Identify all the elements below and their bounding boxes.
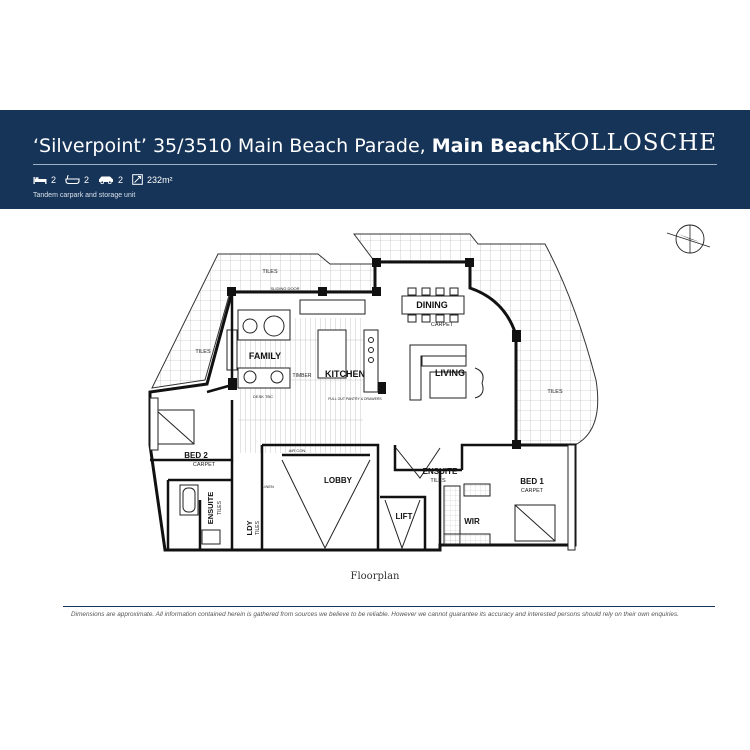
floor-area: 232m² <box>147 174 173 185</box>
room-bed2-floor: CARPET <box>193 462 216 468</box>
finish-timber: TIMBER <box>293 373 312 379</box>
bed-stat: 2 <box>33 175 56 185</box>
bath-icon <box>65 175 80 184</box>
room-living: LIVING <box>435 368 465 378</box>
disclaimer: Dimensions are approximate. All informat… <box>71 611 679 618</box>
room-ldy: LDY <box>245 521 254 536</box>
area-stat: 232m² <box>132 174 173 185</box>
finish-tiles-top: TILES <box>262 269 278 275</box>
dining-table <box>401 287 465 323</box>
finish-pantry: FULL OUT PANTRY & DRAWERS <box>328 397 382 401</box>
area-icon <box>132 174 143 185</box>
finish-linen: LINEN <box>262 484 274 489</box>
car-count: 2 <box>118 174 124 185</box>
room-ensuite2: ENSUITE <box>206 492 215 525</box>
room-lobby: LOBBY <box>324 476 353 485</box>
car-stat: 2 <box>98 175 123 185</box>
room-dining: DINING <box>416 300 448 310</box>
header-divider <box>33 164 717 165</box>
bed1-furniture <box>443 444 576 551</box>
lobby-lift <box>281 447 441 550</box>
finish-aircon: AIR CON <box>289 448 306 453</box>
room-kitchen: KITCHEN <box>325 369 365 379</box>
compass-icon <box>666 224 711 254</box>
bath-count: 2 <box>84 174 90 185</box>
bed2-furniture <box>149 397 195 451</box>
property-stats: 2 2 2 232m² <box>33 174 173 185</box>
finish-sliding-door: SLIDING DOOR <box>270 286 299 291</box>
internal-walls <box>150 292 516 550</box>
agency-logo: KOLLOSCHE <box>552 130 717 156</box>
plan-caption: Floorplan <box>350 571 400 582</box>
room-lift: LIFT <box>396 512 413 521</box>
property-title: ‘Silverpoint’ 35/3510 Main Beach Parade,… <box>33 135 555 157</box>
bed-icon <box>33 177 47 184</box>
room-bed2: BED 2 <box>184 451 208 460</box>
room-wir: WIR <box>464 517 480 526</box>
room-dining-floor: CARPET <box>431 322 454 328</box>
room-family: FAMILY <box>249 351 281 361</box>
room-bed1: BED 1 <box>520 477 544 486</box>
parking-note: Tandem carpark and storage unit <box>33 192 136 199</box>
property-title-main: ‘Silverpoint’ 35/3510 Main Beach Parade, <box>33 135 426 157</box>
room-ldy-floor: TILES <box>255 520 261 535</box>
room-ensuite2-floor: TILES <box>217 500 223 515</box>
floorplan: DINING CARPET FAMILY KITCHEN LIVING BED … <box>148 224 711 552</box>
structural-columns <box>227 258 521 449</box>
living-sofa <box>409 344 484 401</box>
kitchen-fittings <box>299 299 379 393</box>
finish-tiles-left: TILES <box>195 349 211 355</box>
room-bed1-floor: CARPET <box>521 488 544 494</box>
listing-header: ‘Silverpoint’ 35/3510 Main Beach Parade,… <box>0 110 750 209</box>
finish-tiles-right: TILES <box>547 389 563 395</box>
car-icon <box>99 176 114 184</box>
bed-count: 2 <box>51 174 57 185</box>
room-ensuite-main-floor: TILES <box>430 478 446 484</box>
room-ensuite-main: ENSUITE <box>423 467 458 476</box>
footer-divider <box>63 606 715 607</box>
property-suburb: Main Beach <box>431 135 556 157</box>
finish-desk: DESK TBC <box>253 394 273 399</box>
bath-stat: 2 <box>65 175 89 185</box>
ensuite2-fixtures <box>179 484 221 545</box>
